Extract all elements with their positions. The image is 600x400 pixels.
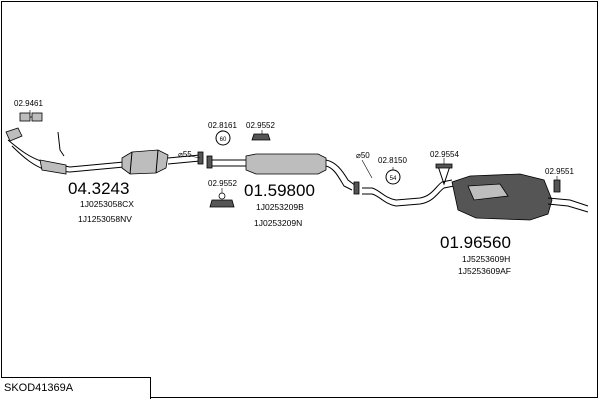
front-flange bbox=[5, 127, 23, 142]
middle-silencer bbox=[245, 153, 327, 175]
lambda-sensor bbox=[57, 131, 65, 157]
hanger-a-icon bbox=[251, 133, 271, 141]
middle-pipe-outlet-top bbox=[325, 159, 357, 187]
gasket-front-icon bbox=[19, 112, 43, 122]
front-pipe-outlet-top bbox=[167, 154, 201, 159]
rear-pipe-bottom bbox=[362, 185, 455, 207]
diameter-55-label: ⌀55 bbox=[178, 150, 192, 159]
front-pipe-number: 04.3243 bbox=[68, 179, 129, 198]
leader-lines bbox=[29, 110, 558, 193]
front-pipe-ref-1: 1J0253058CX bbox=[80, 199, 134, 209]
middle-silencer-number: 01.59800 bbox=[244, 181, 315, 200]
tailpipe bbox=[547, 197, 589, 213]
joint-clamp-rear bbox=[353, 181, 360, 195]
clamp-50-icon: 54 bbox=[385, 169, 401, 185]
front-pipe-outlet-bottom bbox=[167, 160, 201, 165]
diagram-code-box: SKOD41369A bbox=[1, 377, 151, 399]
joint-clamp-left bbox=[197, 151, 204, 165]
front-pipe-group bbox=[5, 127, 201, 175]
diameter-50-label: ⌀50 bbox=[356, 151, 370, 160]
front-pipe-ref-2: 1J1253058NV bbox=[78, 214, 132, 224]
rear-silencer-ref-2: 1J5253609AF bbox=[458, 266, 511, 276]
rear-section-group bbox=[362, 173, 589, 221]
front-pipe-straight-top bbox=[69, 161, 125, 168]
hanger-a-number: 02.9552 bbox=[246, 121, 275, 130]
front-pipe-straight-bottom bbox=[69, 166, 125, 173]
gasket-front-number: 02.9461 bbox=[14, 99, 43, 108]
rear-pipe-top bbox=[362, 179, 453, 201]
joint-clamp-right bbox=[206, 155, 213, 169]
hanger-c-icon bbox=[435, 163, 453, 186]
clamp-50-mark: 54 bbox=[390, 176, 397, 182]
hanger-d-number: 02.9551 bbox=[545, 167, 574, 176]
clamp-55-mark: 60 bbox=[220, 137, 227, 143]
middle-silencer-ref-2: 1J0253209N bbox=[254, 218, 302, 228]
rear-silencer-shield bbox=[467, 183, 509, 201]
hanger-b-number: 02.9552 bbox=[208, 179, 237, 188]
rear-silencer-ref-1: 1J5253609H bbox=[462, 254, 510, 264]
hanger-d-icon bbox=[553, 179, 561, 193]
middle-silencer-ref-1: 1J0253209B bbox=[256, 202, 304, 212]
middle-pipe-outlet-bottom bbox=[325, 165, 353, 191]
front-pipe-upper bbox=[7, 139, 71, 168]
flex-section bbox=[39, 159, 67, 175]
diagram-code: SKOD41369A bbox=[4, 382, 74, 394]
hanger-b-icon bbox=[209, 192, 235, 208]
hanger-c-number: 02.9554 bbox=[430, 150, 459, 159]
clamp-55-icon: 60 bbox=[215, 130, 231, 146]
catalytic-converter-seams bbox=[129, 149, 159, 175]
rear-silencer-number: 01.96560 bbox=[440, 233, 511, 252]
middle-section-group bbox=[210, 153, 357, 191]
clamp-50-number: 02.8150 bbox=[378, 156, 407, 165]
clamp-55-number: 02.8161 bbox=[208, 121, 237, 130]
catalytic-converter bbox=[121, 149, 169, 175]
